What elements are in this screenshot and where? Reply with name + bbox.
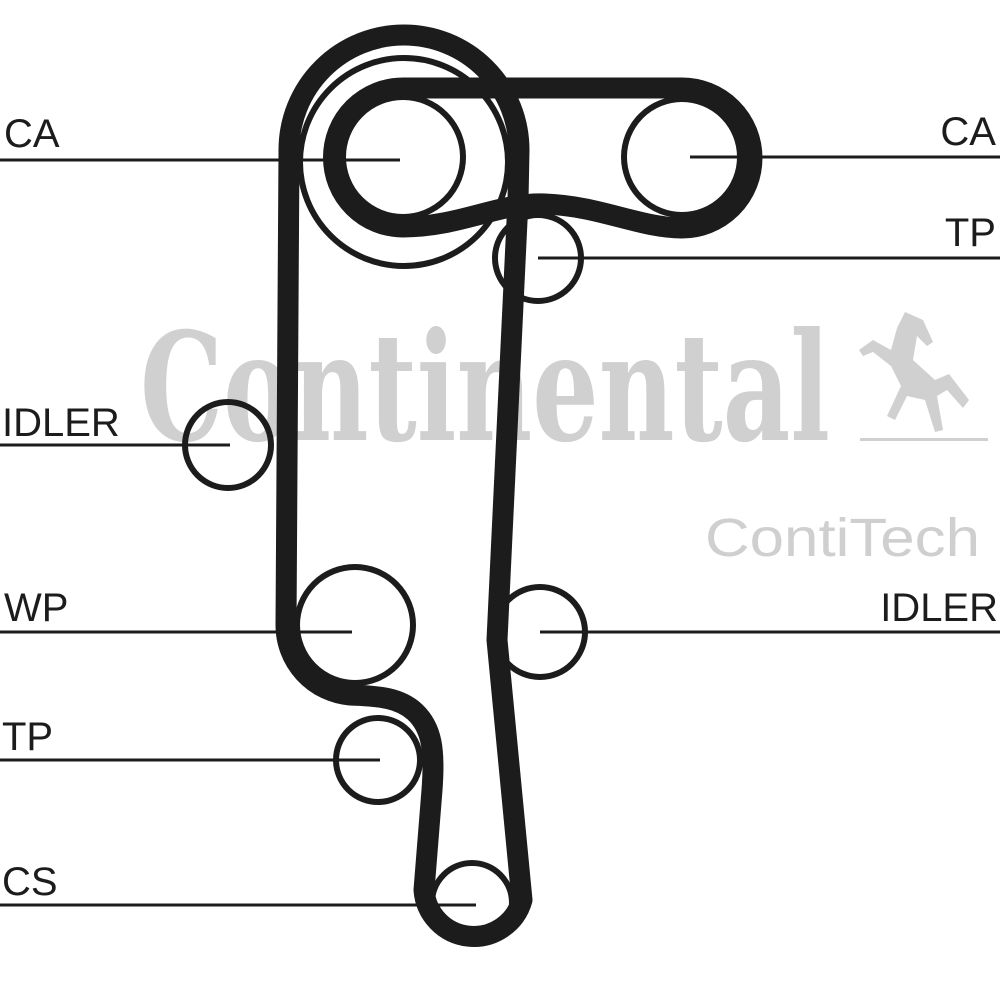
pulley-idler-left <box>182 399 274 491</box>
component-labels: CA CA TP IDLER WP IDLER TP CS <box>2 110 998 904</box>
pulley-tp-upper <box>492 212 584 304</box>
pulley-wp <box>294 564 416 686</box>
horse-logo-underline <box>860 438 988 441</box>
horse-logo-icon <box>859 312 969 432</box>
pulley-ca-right <box>621 96 743 218</box>
label-idler-right: IDLER <box>880 586 998 630</box>
label-idler-left: IDLER <box>2 401 120 445</box>
label-tp-lower: TP <box>2 715 53 759</box>
main-timing-belt <box>275 24 533 947</box>
camshaft-gear-outer-ring <box>297 55 511 269</box>
leader-lines <box>0 155 1000 907</box>
label-ca-left: CA <box>4 112 60 156</box>
watermark-sub-brand: ContiTech <box>705 508 980 568</box>
label-wp: WP <box>4 586 68 630</box>
watermark-brand: Continental <box>140 300 830 476</box>
pulley-tp-lower <box>333 715 423 805</box>
label-ca-right: CA <box>940 110 996 154</box>
label-tp-upper: TP <box>945 211 996 255</box>
pulleys <box>182 55 743 946</box>
secondary-cam-belt <box>323 77 763 239</box>
label-cs: CS <box>2 860 58 904</box>
continental-watermark: Continental ContiTech <box>140 300 988 568</box>
